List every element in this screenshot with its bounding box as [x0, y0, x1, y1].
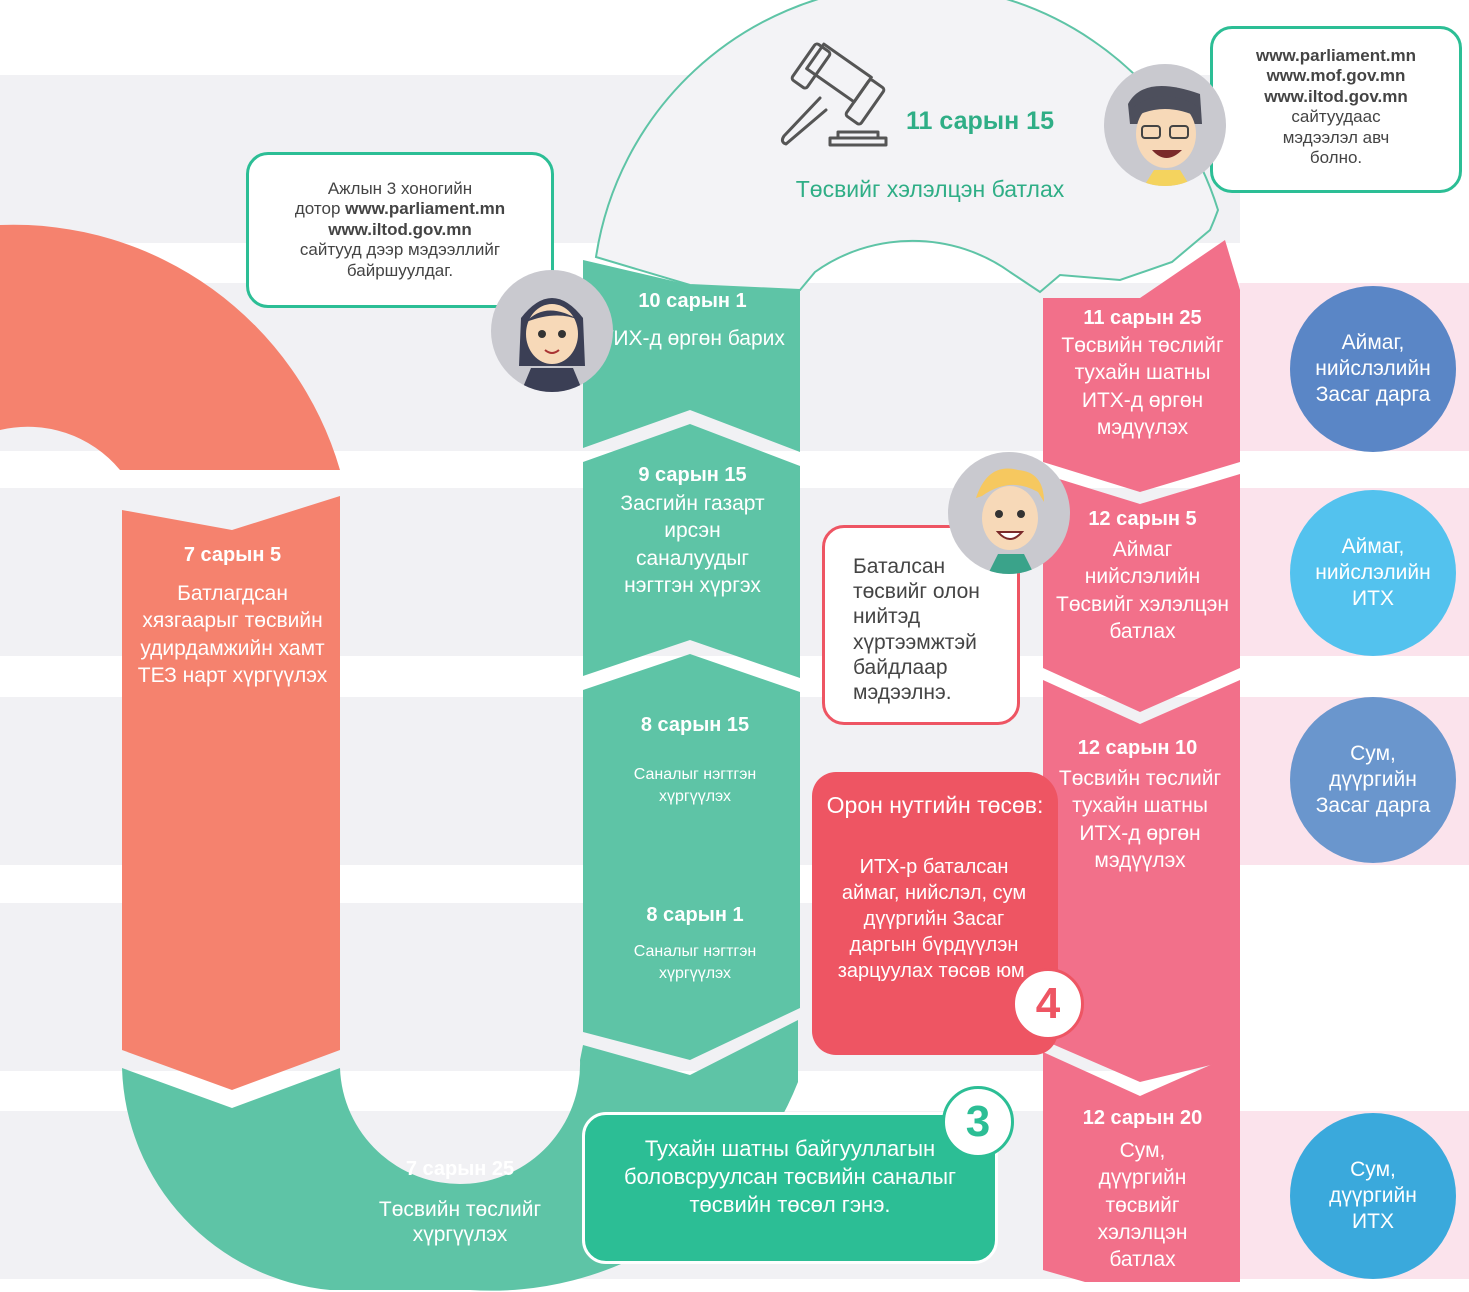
pink-chevron [1043, 240, 1240, 492]
gavel-icon [780, 42, 888, 147]
step-date: 12 сарын 5 [1088, 508, 1197, 530]
callout-line: дотор www.parliament.mn [294, 199, 506, 219]
step-label: Төсвийн төслийг тухайн шатны ИТХ-д өргөн… [1061, 334, 1224, 439]
actor-circle: Аймаг, нийслэлийн Засаг дарга [1290, 286, 1456, 452]
green-chevron [583, 654, 800, 1060]
step-label: Төсвийн төслийг хүргүүлэх [378, 1198, 542, 1246]
parliament-callout: Ажлын 3 хоногийн дотор www.parliament.mn… [246, 152, 554, 308]
avatar-boy [948, 452, 1070, 574]
sites-callout: www.parliament.mn www.mof.gov.mn www.ilt… [1210, 26, 1462, 193]
iltod-url[interactable]: www.iltod.gov.mn [1264, 86, 1408, 106]
pink-chevron [1043, 680, 1240, 1082]
step-date: 9 сарын 15 [638, 464, 747, 486]
number-badge: 4 [1012, 968, 1084, 1040]
parliament-url[interactable]: www.parliament.mn [345, 199, 506, 219]
pink-chevron [1043, 1052, 1240, 1282]
orange-column [122, 496, 340, 1090]
avatar-man-glasses [1104, 64, 1226, 186]
step-label: Саналыг нэгтгэн хүргүүлэх [633, 943, 757, 982]
green-chevron [583, 260, 800, 452]
step-label: Саналыг нэгтгэн хүргүүлэх [633, 766, 757, 805]
box-text: ИТХ-р баталсан аймаг, нийслэл, сум дүүрг… [837, 856, 1031, 982]
step-date: 8 сарын 1 [646, 904, 744, 926]
callout-text: Баталсан төсвийг олон нийтэд хүртээмжтэй… [853, 555, 980, 704]
actor-label: Аймаг, нийслэлийн Засаг дарга [1315, 330, 1431, 407]
mof-url[interactable]: www.mof.gov.mn [1266, 66, 1406, 86]
step-label: Төсвийн төслийг тухайн шатны ИТХ-д өргөн… [1058, 767, 1222, 872]
step-label: Сум, дүүргийн төсвийг хэлэлцэн батлах [1097, 1139, 1188, 1272]
actor-circle: Сум, дүүргийн Засаг дарга [1290, 697, 1456, 863]
orange-arch [0, 224, 340, 470]
actor-circle: Аймаг, нийслэлийн ИТХ [1290, 490, 1456, 656]
step-label: Засгийн газарт ирсэн саналуудыг нэгтгэн … [620, 492, 765, 597]
step-date: 12 сарын 20 [1082, 1107, 1203, 1129]
actor-label: Сум, дүүргийн ИТХ [1329, 1157, 1417, 1234]
woman-face-icon [519, 298, 585, 392]
parliament-url[interactable]: www.parliament.mn [1256, 46, 1416, 65]
actor-label: Аймаг, нийслэлийн ИТХ [1315, 534, 1431, 611]
callout-text: сайтуудаас мэдээлэл авч болно. [1282, 107, 1390, 167]
boy-face-icon [976, 468, 1044, 574]
step-label: Аймаг нийслэлийн Төсвийг хэлэлцэн батлах [1056, 538, 1229, 643]
step-date: 7 сарын 25 [405, 1158, 515, 1180]
number-badge: 3 [942, 1086, 1014, 1158]
avatar-woman [491, 270, 613, 392]
iltod-url[interactable]: www.iltod.gov.mn [328, 219, 472, 239]
step-date: 12 сарын 10 [1077, 737, 1198, 759]
step-date: 10 сарын 1 [638, 290, 747, 312]
man-face-icon [1128, 86, 1202, 186]
budget-project-box: Тухайн шатны байгууллагын боловсруулсан … [582, 1112, 998, 1264]
green-chevron [583, 424, 800, 678]
actor-label: Сум, дүүргийн Засаг дарга [1315, 741, 1431, 818]
callout-line: Ажлын 3 хоногийн [327, 179, 473, 198]
actor-circle: Сум, дүүргийн ИТХ [1290, 1113, 1456, 1279]
step-label: Батлагдсан хязгаарыг төсвийн удирдамжийн… [137, 582, 328, 687]
step-date: 8 сарын 15 [640, 714, 750, 736]
box-text: Тухайн шатны байгууллагын боловсруулсан … [623, 1136, 957, 1218]
approval-label: Төсвийг хэлэлцэн батлах [795, 176, 1065, 202]
step-date: 11 сарын 25 [1083, 307, 1202, 329]
callout-line: байршуулдаг. [346, 260, 454, 280]
callout-line: сайтууд дээр мэдээллийг [299, 240, 501, 260]
step-date: 7 сарын 5 [183, 544, 282, 566]
pink-chevron [1043, 474, 1240, 712]
approval-date: 11 сарын 15 [906, 107, 1054, 135]
box-title: Орон нутгийн төсөв: [826, 792, 1044, 818]
step-label: УИХ-д өргөн барих [600, 327, 785, 350]
